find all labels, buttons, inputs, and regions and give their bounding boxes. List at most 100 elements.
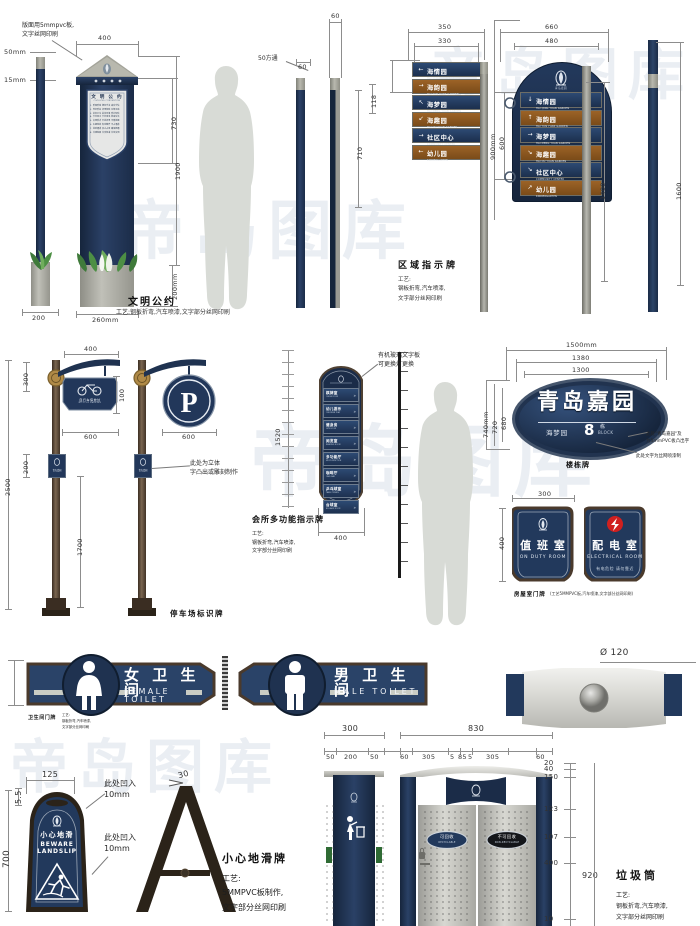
plaque-line: 1. 爱国爱家 遵纪守法 诚实守信	[90, 105, 120, 107]
direction-label-en: HAI YUN YUAN GARDEN	[427, 94, 459, 96]
dim-tick	[384, 748, 385, 755]
dim-segment: 60	[400, 753, 409, 761]
dim-tick	[336, 748, 337, 755]
svg-text:P: P	[180, 388, 197, 419]
direction-label-en: HAI QING YUAN GARDEN	[536, 108, 569, 110]
dim-400: 400	[498, 536, 506, 550]
pole-tag: 青岛嘉园	[134, 454, 152, 478]
dim-right-segment: 10	[544, 915, 554, 923]
mount-ring-icon	[504, 97, 516, 109]
dim-right-segment: 150	[544, 773, 559, 781]
caption-sub-line: 钢板折弯,汽车喷漆,	[616, 902, 668, 910]
ruler-tick	[282, 398, 294, 399]
direction-label-en: KINDERGARTEN	[427, 159, 448, 163]
crest-icon	[330, 375, 352, 384]
pole-tag: 青岛嘉园	[48, 454, 66, 478]
dim-tick	[564, 837, 576, 838]
section-landslip-sign: 125 5.5 700 小心地滑 BEWARE LANDSLIP	[0, 756, 300, 926]
dim-100: 100	[118, 388, 126, 402]
landslip-callout1-line1: 此处凹入	[104, 779, 136, 788]
direction-label: 社区中心	[536, 169, 564, 177]
civilized-convention-plaque: 文 明 公 约 CIVILIZED CONVENTION 1. 爱国爱家 遵纪守…	[86, 89, 128, 161]
direction-arrow-icon: →	[527, 131, 533, 139]
chevron-icon: »	[353, 488, 356, 494]
direction-arrow-icon: ↘	[527, 148, 533, 156]
plaque-title-en: CIVILIZED CONVENTION	[93, 100, 121, 102]
direction-slat[interactable]: ↓海情园HAI QING YUAN GARDEN	[520, 92, 602, 110]
direction-slat[interactable]: ↖海梦园HAI MENG YUAN GARDEN	[412, 95, 482, 113]
ruler-tick	[282, 494, 294, 495]
bin-label-recyclable: 可回收 RECYCLABLE	[426, 831, 468, 849]
club-row-label-en: BILLIARD ROOM	[326, 507, 341, 510]
dim-segment: 305	[422, 753, 436, 761]
club-row-label-en: MULTI-FUNCTION	[326, 459, 342, 462]
ruler-tick	[282, 422, 294, 423]
section-room-plates: 300 400 值 班 室 ON DUTY ROOM	[480, 488, 700, 628]
dim-600-b: 600	[182, 433, 196, 441]
estate-block-en: BLOCK	[598, 430, 614, 435]
bicycle-icon	[77, 384, 102, 396]
dim-400: 400	[334, 534, 348, 542]
direction-label: 海梦园	[427, 101, 448, 109]
dim-330: 330	[438, 37, 452, 45]
dim-1520: 1520	[274, 428, 282, 446]
direction-slat[interactable]: ↑海韵园HAI YUN YUAN GARDEN	[520, 109, 602, 127]
caption-sub-line: 文字部分丝网印刷	[62, 725, 90, 730]
plaque-line: 8. 共建家园 共享和谐 共创文明	[90, 131, 120, 134]
direction-slat[interactable]: ←海情园HAI QING YUAN GARDEN	[412, 62, 482, 79]
direction-label: 海韵园	[427, 85, 448, 93]
dim-1400: 1400	[599, 182, 607, 200]
ruler-tick	[282, 386, 294, 387]
dim-300: 300	[22, 372, 30, 386]
toilet-title-en: MALE TOILET	[334, 687, 418, 696]
ruler-tick	[401, 504, 408, 505]
dim-tick	[536, 748, 537, 755]
dim-tick	[564, 863, 576, 864]
direction-label-en: KINDERGARTEN	[536, 195, 557, 199]
dim-1700: 1700	[76, 538, 84, 556]
club-row-label: 多功能厅	[326, 455, 342, 460]
direction-arrow-icon: →	[418, 82, 424, 89]
club-row-label-en: CHESS ROOM	[326, 395, 339, 398]
ruler-tick	[282, 482, 294, 483]
room-plates-caption-sub: (工艺5MMPVC板,汽车喷漆,文字部分丝网印刷)	[550, 591, 634, 596]
club-row-label: 台球室	[326, 503, 338, 508]
plaque-title: 文 明 公 约	[91, 95, 123, 100]
slip-hazard-triangle-icon	[34, 862, 80, 900]
dim-tick	[448, 748, 449, 755]
direction-label-en: HAI MENG YUAN GARDEN	[427, 110, 461, 113]
club-row-label: 健身房	[326, 423, 338, 428]
toilet-sign-male: 男 卫 生 间 MALE TOILET	[238, 654, 428, 716]
direction-slat[interactable]: ↘海趣园HAI QU YUAN GARDEN	[520, 144, 602, 163]
plate-title: 值 班 室	[520, 539, 566, 552]
plate-on-duty-room: 值 班 室 ON DUTY ROOM	[512, 506, 574, 584]
direction-slat[interactable]: →社区中心COMMUNITY CENTER	[412, 128, 482, 145]
bin-label-text: 不可回收	[497, 834, 517, 839]
landslip-title: 小心地滑	[40, 831, 74, 839]
direction-arrow-icon: ←	[418, 65, 424, 73]
direction-label: 海情园	[427, 68, 448, 76]
direction-label-en: HAI QU YUAN GARDEN	[427, 127, 457, 129]
direction-slat[interactable]: →海梦园HAI MENG YUAN GARDEN	[520, 127, 602, 145]
caption-sub-line: 文字部分丝网印刷	[252, 548, 293, 554]
direction-slat[interactable]: →海韵园HAI YUN YUAN GARDEN	[412, 78, 482, 96]
leader-line	[361, 363, 379, 377]
caption-sub-line: 文字部分丝网印刷	[398, 295, 443, 302]
landslip-callout1-line2: 10mm	[104, 790, 130, 799]
ruler-tick	[282, 470, 294, 471]
estate-sub-garden: 海梦园	[546, 429, 568, 437]
dim-1380: 1380	[572, 354, 590, 362]
ruler-tick	[401, 352, 408, 353]
dim-segment: 50	[326, 753, 335, 761]
direction-slat[interactable]: ↘社区中心COMMUNITY CENTER	[520, 162, 602, 180]
